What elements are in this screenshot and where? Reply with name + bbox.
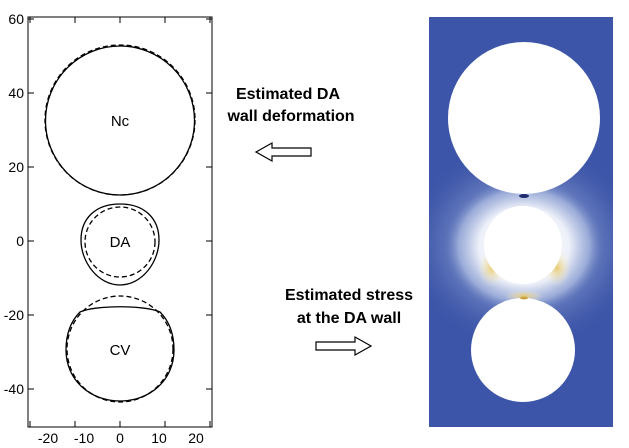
da-outline-undeformed xyxy=(84,206,156,278)
y-tick-label: 40 xyxy=(8,85,24,101)
deformation-annotation: Estimated DA wall deformation xyxy=(226,86,355,163)
left-arrow-icon xyxy=(254,141,312,163)
y-tick-label: 0 xyxy=(16,233,24,249)
cv-hole xyxy=(471,298,575,402)
stress-annotation: Estimated stress at the DA wall xyxy=(285,287,413,357)
contact-mark-bottom xyxy=(520,296,528,300)
nc-hole xyxy=(448,42,600,194)
stress-title-line2: at the DA wall xyxy=(297,310,401,327)
da-label: DA xyxy=(110,234,131,251)
x-axis xyxy=(29,17,211,427)
y-tick-label: -20 xyxy=(4,307,24,323)
deformation-title-line1: Estimated DA xyxy=(236,86,340,103)
cv-outline-undeformed xyxy=(66,295,174,403)
cv-outline-deformed xyxy=(65,306,175,402)
cv-label: CV xyxy=(110,342,131,359)
deformation-title-line2: wall deformation xyxy=(226,108,354,125)
x-tick-label: 0 xyxy=(116,430,124,446)
stress-title-line1: Estimated stress xyxy=(285,287,413,304)
plot-frame xyxy=(27,16,213,428)
x-tick-label: 10 xyxy=(151,430,167,446)
contact-mark-top xyxy=(519,194,529,198)
nc-label: Nc xyxy=(111,113,130,130)
da-hole xyxy=(484,206,562,284)
nc-outline-deformed xyxy=(44,45,196,196)
x-tick-label: -10 xyxy=(74,430,94,446)
y-axis xyxy=(28,18,212,390)
y-tick-label: 60 xyxy=(8,11,24,27)
x-tick-label: -20 xyxy=(38,430,58,446)
x-tick-label: 20 xyxy=(188,430,204,446)
stress-map xyxy=(429,17,613,427)
y-tick-label: 20 xyxy=(8,159,24,175)
right-arrow-icon xyxy=(315,335,373,357)
deformation-plot: 60 40 20 0 -20 -40 -20 -10 0 10 20 Nc DA… xyxy=(4,11,213,446)
y-tick-label: -40 xyxy=(4,381,24,397)
da-outline-deformed xyxy=(80,203,160,286)
